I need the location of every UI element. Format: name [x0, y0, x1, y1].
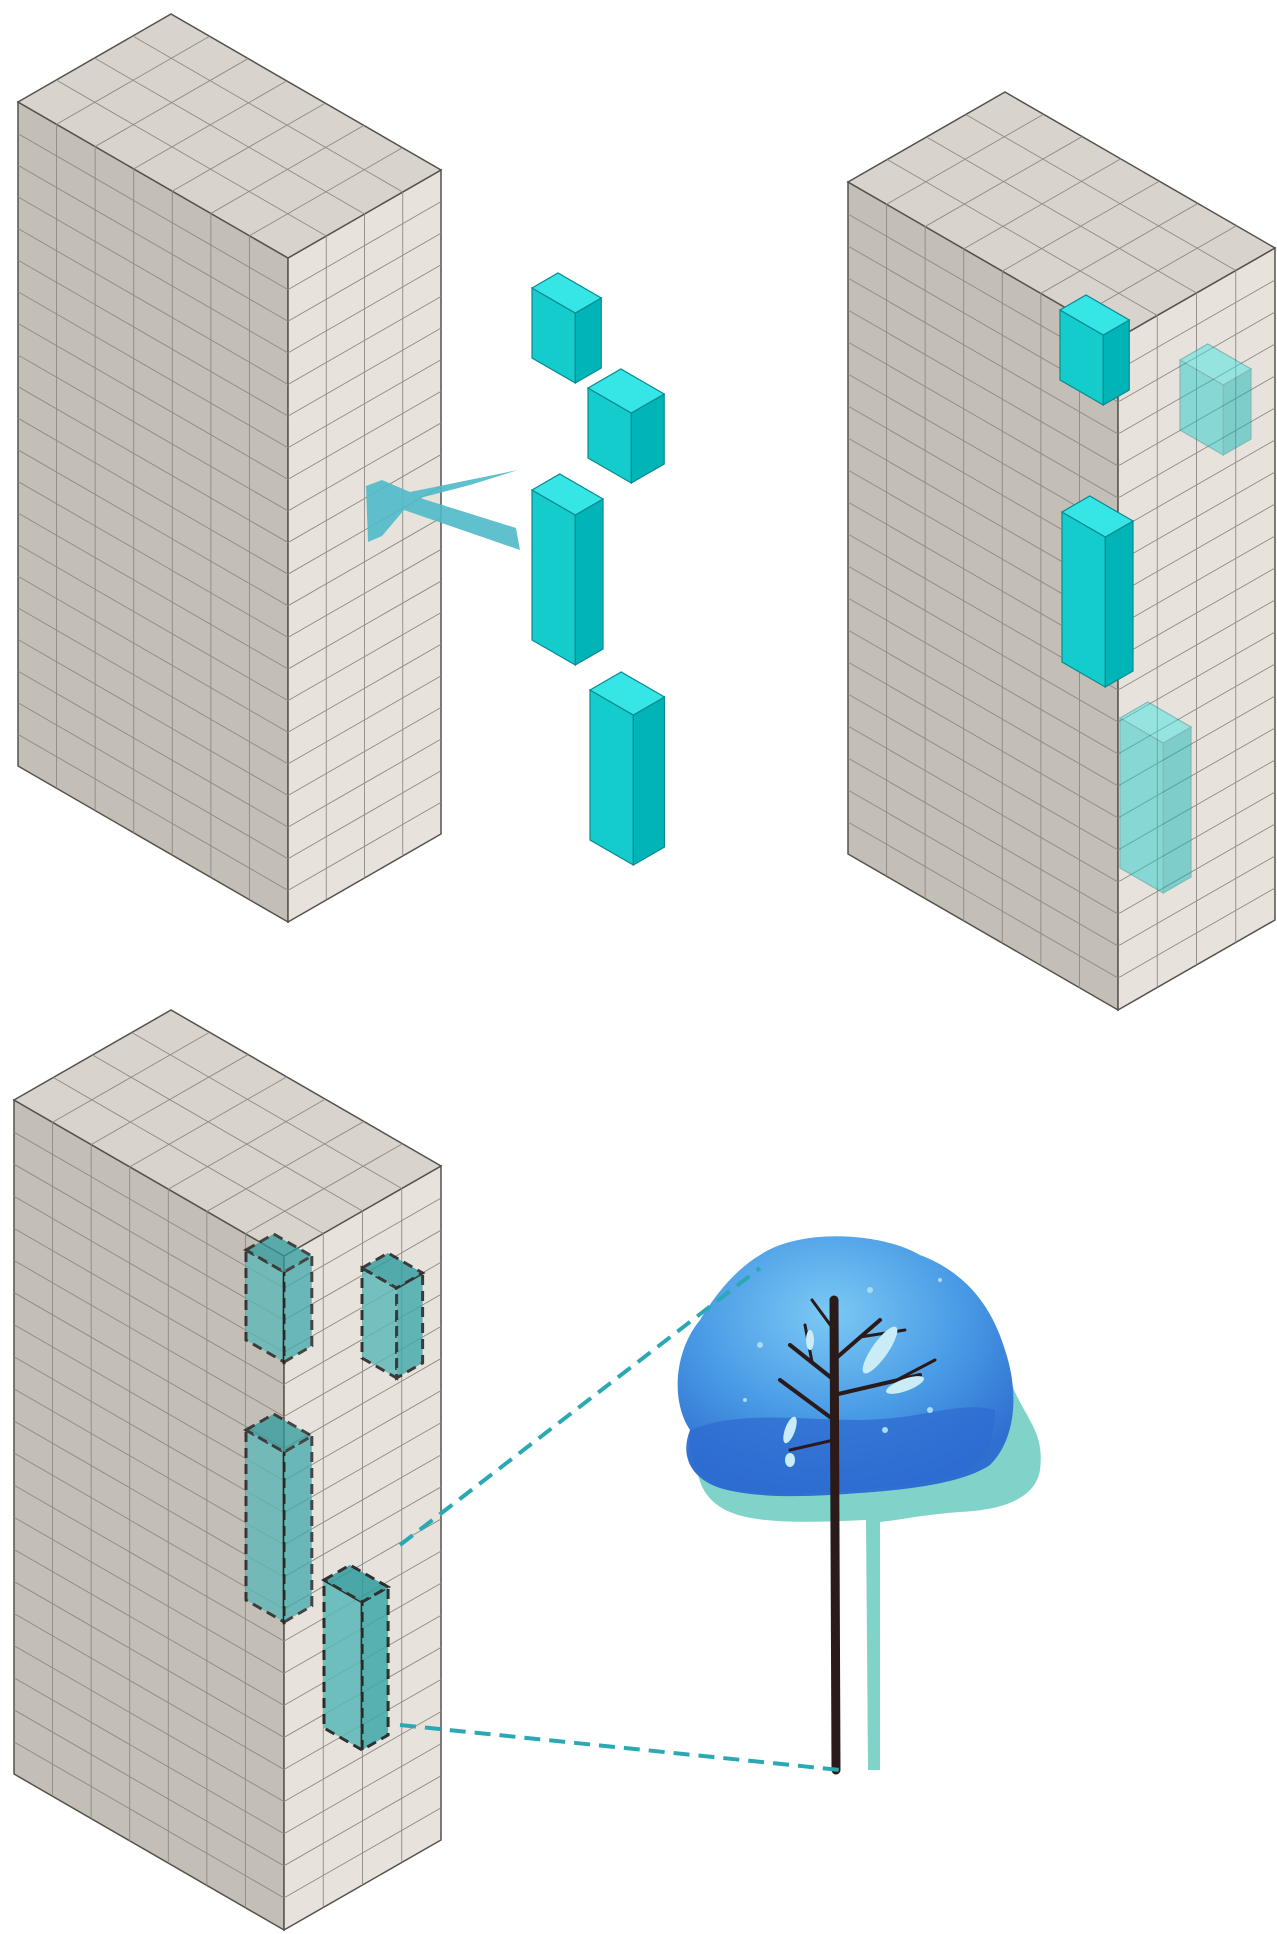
module-tall-inserted-right-face — [1105, 521, 1133, 687]
module-tall-ghost-left-face — [1120, 718, 1163, 893]
void-outline-4-left-face — [324, 1580, 362, 1750]
module-tall-2-right-face — [633, 697, 664, 865]
module-cube-1 — [532, 273, 601, 383]
tower-panel-3 — [14, 1010, 441, 1930]
void-outline-3 — [246, 1414, 312, 1622]
module-tall-2-left-face — [590, 690, 633, 865]
module-tall-inserted-left-face — [1062, 512, 1105, 687]
leader-line-bottom — [400, 1725, 840, 1770]
void-outline-1-right-face — [284, 1256, 312, 1362]
void-outline-1 — [246, 1234, 312, 1362]
void-outline-4-right-face — [362, 1587, 388, 1750]
module-cube-2 — [588, 369, 664, 483]
void-outline-2 — [362, 1253, 423, 1378]
tree-illustration — [678, 1236, 1041, 1770]
module-tall-2 — [590, 672, 664, 865]
module-tall-ghost — [1120, 702, 1191, 893]
void-outline-3-right-face — [284, 1436, 312, 1622]
module-tall-1 — [532, 474, 603, 665]
module-tall-inserted — [1062, 496, 1133, 687]
module-tall-1-left-face — [532, 490, 575, 665]
void-outline-2-right-face — [397, 1273, 423, 1378]
void-outline-4 — [324, 1565, 388, 1750]
module-tall-ghost-right-face — [1163, 727, 1191, 893]
tower-panel-1 — [18, 14, 441, 922]
void-outline-3-left-face — [246, 1430, 284, 1622]
module-tall-1-right-face — [575, 499, 603, 665]
